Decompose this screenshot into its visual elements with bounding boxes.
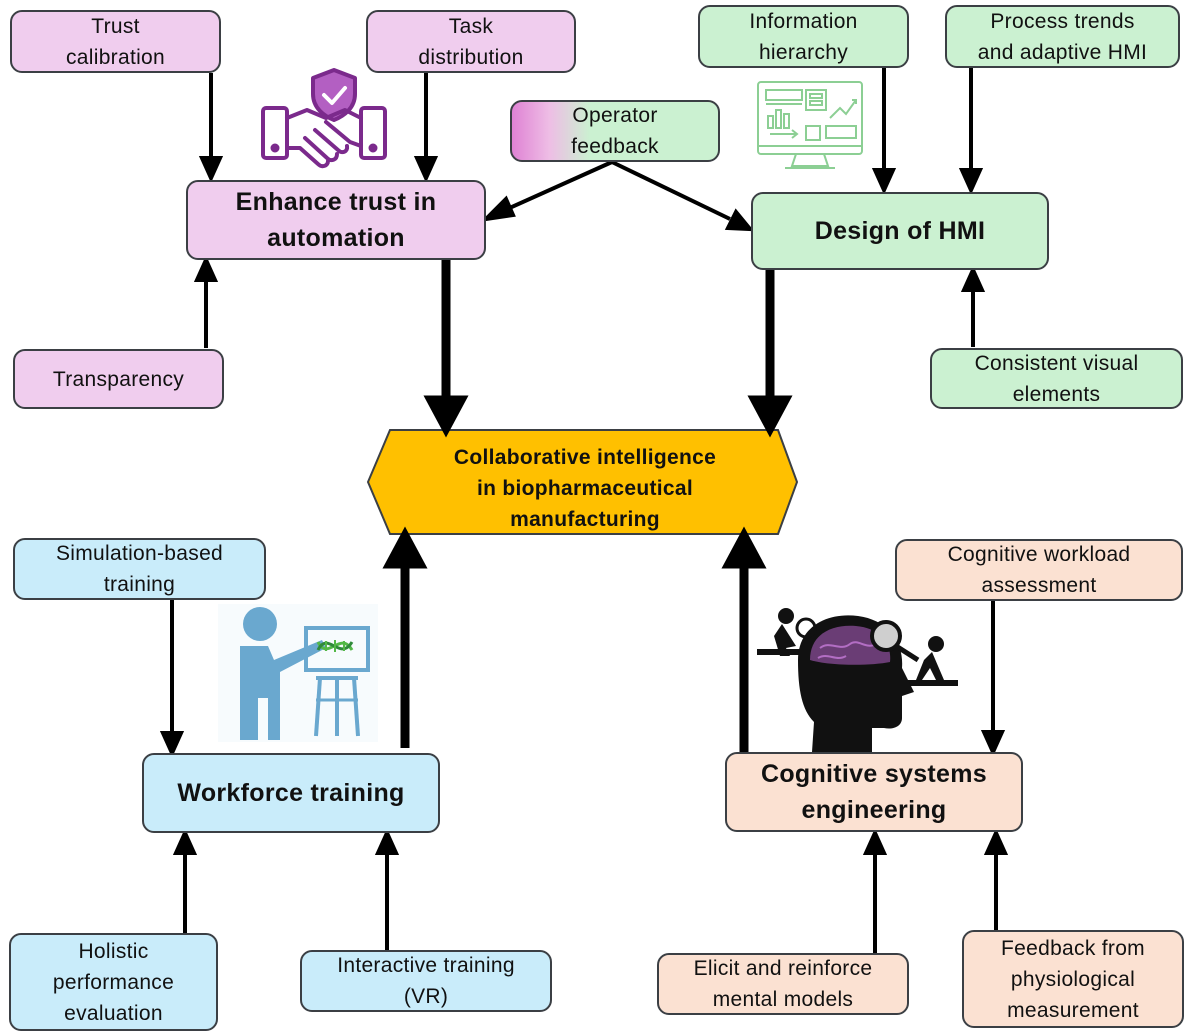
simulation-training-box: Simulation-based training xyxy=(13,538,266,600)
handshake-shield-icon xyxy=(261,68,387,169)
main-arrows xyxy=(382,260,793,752)
holistic-evaluation-box: Holistic performance evaluation xyxy=(9,933,218,1031)
trust-calibration-box: Trust calibration xyxy=(10,10,221,73)
interactive-training-box: Interactive training (VR) xyxy=(300,950,552,1012)
cognitive-systems-box: Cognitive systems engineering xyxy=(725,752,1023,832)
arrow-feedback-to-trust xyxy=(504,160,613,212)
dashboard-monitor-icon xyxy=(757,81,863,169)
center-hexagon xyxy=(366,429,799,535)
feeder-arrows xyxy=(159,68,1009,953)
information-hierarchy-box: Information hierarchy xyxy=(698,5,909,68)
consistent-visual-box: Consistent visual elements xyxy=(930,348,1183,409)
arrow-feedback-to-hmi xyxy=(611,160,731,221)
presenter-dna-board-icon xyxy=(218,604,378,742)
enhance-trust-box: Enhance trust in automation xyxy=(186,180,486,260)
process-trends-box: Process trends and adaptive HMI xyxy=(945,5,1180,68)
transparency-box: Transparency xyxy=(13,349,224,409)
brain-inspection-icon xyxy=(757,608,958,752)
workforce-training-box: Workforce training xyxy=(142,753,440,833)
design-hmi-box: Design of HMI xyxy=(751,192,1049,270)
operator-feedback-box: Operator feedback xyxy=(510,100,720,162)
center-label: Collaborative intelligence in biopharmac… xyxy=(453,445,717,531)
mental-models-box: Elicit and reinforce mental models xyxy=(657,953,909,1015)
physiological-box: Feedback from physiological measurement xyxy=(962,930,1184,1028)
task-distribution-box: Task distribution xyxy=(366,10,576,73)
cognitive-workload-box: Cognitive workload assessment xyxy=(895,539,1183,601)
